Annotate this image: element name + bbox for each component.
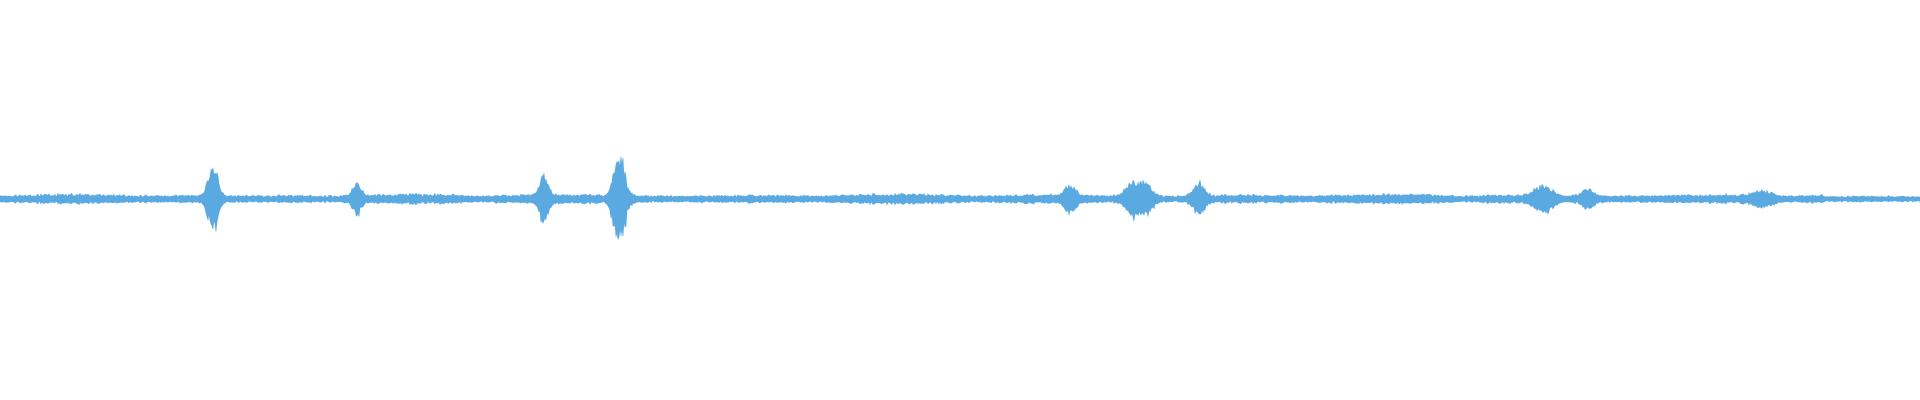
waveform-signal <box>0 156 1920 240</box>
